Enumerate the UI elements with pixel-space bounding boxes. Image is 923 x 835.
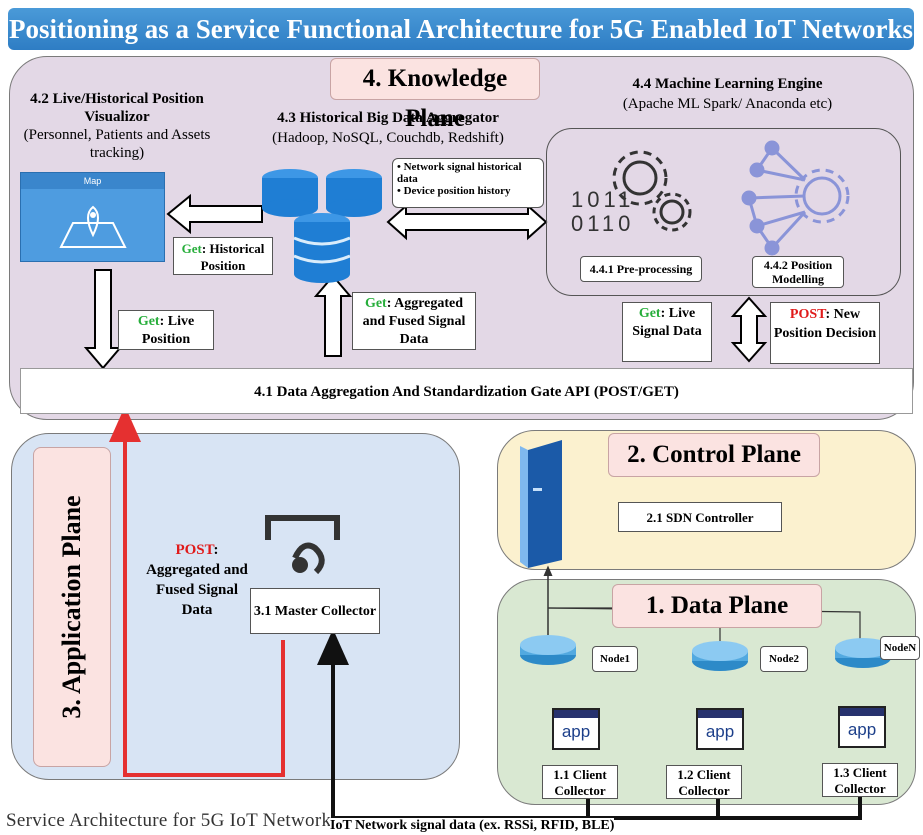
visualizer-label: 4.2 Live/Historical Position Visualizor … (10, 90, 224, 162)
aggregator-title: 4.3 Historical Big Data Aggregator (277, 110, 499, 126)
ml-engine-label: 4.4 Machine Learning Engine (Apache ML S… (605, 74, 850, 114)
ml-engine-panel (546, 128, 901, 296)
binary-icon: 1011 0110 (571, 187, 635, 236)
visualizer-title: 4.2 Live/Historical Position Visualizor (30, 91, 204, 125)
control-plane-title: 2. Control Plane (608, 433, 820, 477)
arrow-visualizer-gate (83, 269, 123, 370)
master-collector-icon (265, 515, 340, 575)
get-aggregated-label: Get: Aggregated and Fused Signal Data (352, 292, 476, 350)
client-collector-box[interactable]: 1.1 Client Collector (542, 765, 618, 799)
arrow-gate-ml (730, 296, 768, 363)
get-historical-label: Get: Historical Position (173, 237, 273, 275)
router-icons (520, 635, 891, 671)
node-label: NodeN (880, 636, 920, 660)
history-item: • Device position history (397, 185, 511, 197)
application-plane-title: 3. Application Plane (57, 495, 86, 719)
history-item: • Network signal historical data (397, 161, 522, 185)
node-label: Node1 (592, 646, 638, 672)
data-plane-title: 1. Data Plane (612, 584, 822, 628)
post-aggregated-line (109, 406, 285, 777)
arrow-to-visualizer (166, 193, 263, 235)
post-new-position-label: POST: New Position Decision (770, 302, 880, 364)
client-collector-box[interactable]: 1.2 Client Collector (666, 765, 742, 799)
sdn-controller-box[interactable]: 2.1 SDN Controller (618, 502, 782, 532)
arrow-gate-aggregator (313, 274, 353, 357)
app-icon: app (552, 708, 600, 750)
client-collector-box[interactable]: 1.3 Client Collector (822, 763, 898, 797)
modelling-box[interactable]: 4.4.2 Position Modelling (752, 256, 844, 288)
knowledge-plane-title: 4. Knowledge Plane (330, 58, 540, 132)
map-widget[interactable]: Map (20, 172, 165, 262)
preprocessing-box[interactable]: 4.4.1 Pre-processing (580, 256, 702, 282)
get-live-signal-label: Get: Live Signal Data (622, 302, 712, 362)
application-plane-title-tag: 3. Application Plane (33, 447, 111, 767)
master-collector-box[interactable]: 3.1 Master Collector (250, 588, 380, 634)
map-label: Map (21, 173, 164, 189)
history-list: • Network signal historical data • Devic… (392, 158, 544, 208)
app-icon: app (838, 706, 886, 748)
gears-icon (612, 150, 692, 232)
post-aggregated-label: POST: Aggregated and Fused Signal Data (146, 542, 248, 618)
node-label: Node2 (760, 646, 808, 672)
visualizer-subtitle: (Personnel, Patients and Assets tracking… (23, 127, 211, 161)
app-icon: app (696, 708, 744, 750)
server-icon (520, 440, 562, 568)
database-icon (262, 169, 382, 283)
iot-signal-label: IoT Network signal data (ex. RSSi, RFID,… (330, 818, 615, 834)
gate-api[interactable]: 4.1 Data Aggregation And Standardization… (20, 368, 913, 414)
caption-fragment: Service Architecture for 5G IoT Network (6, 810, 332, 831)
page-title: Positioning as a Service Functional Arch… (8, 8, 914, 50)
aggregator-subtitle: (Hadoop, NoSQL, Couchdb, Redshift) (272, 130, 504, 146)
neural-network-icon (741, 140, 850, 256)
ml-engine-title: 4.4 Machine Learning Engine (632, 76, 823, 92)
map-pin-icon (59, 205, 127, 248)
aggregator-label: 4.3 Historical Big Data Aggregator (Hado… (238, 108, 538, 148)
get-live-position-label: Get: Live Position (118, 310, 214, 350)
arrow-aggregator-ml (386, 203, 548, 241)
ml-engine-subtitle: (Apache ML Spark/ Anaconda etc) (622, 96, 833, 112)
